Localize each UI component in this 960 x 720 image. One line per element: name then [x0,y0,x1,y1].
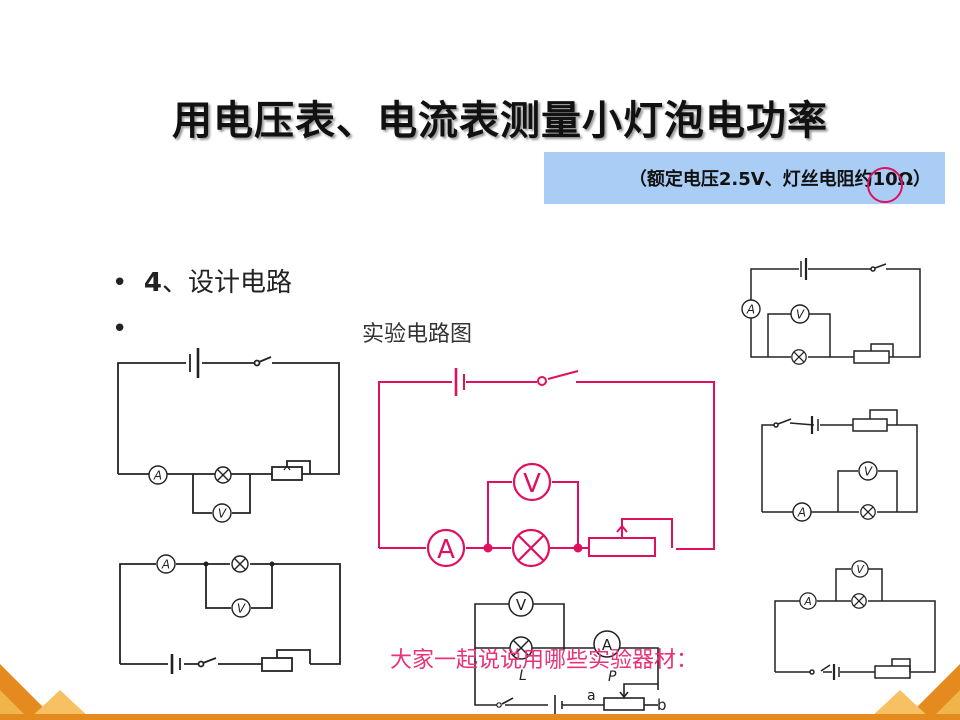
corner-decoration-left [0,664,92,720]
voltmeter-icon [231,598,251,618]
voltmeter-icon [790,304,810,324]
rated-values-text: （额定电压2.5V、灯丝电阻约10Ω） [628,169,931,190]
bullet-marker: • [112,314,128,344]
ammeter-icon: A [426,528,466,568]
junction-dot [573,543,583,553]
voltmeter-icon: V [512,462,552,502]
lamp-label: L [519,668,527,684]
lamp-icon [860,504,876,520]
bottom-stripe [0,714,960,720]
voltmeter-icon [851,560,869,578]
highlight-ring [867,167,903,203]
svg-text:V: V [523,469,541,499]
slider-label: P [608,669,617,685]
circuit-right-3 [774,568,936,680]
bullet-number: 4 [143,268,162,298]
end-b-label: b [657,696,667,714]
ammeter-icon [792,502,812,522]
svg-text:A: A [602,636,613,654]
circuit-diagram-caption: 实验电路图 [362,322,473,347]
circuit-main [378,368,715,557]
rated-values-note: （额定电压2.5V、灯丝电阻约10Ω） [544,152,945,204]
circuit-left-1 [117,348,340,514]
end-a-label: a [587,688,596,704]
lamp-icon [851,593,867,609]
bullet-marker: • [112,268,128,298]
ammeter-icon [741,299,761,319]
slide-title: 用电压表、电流表测量小灯泡电功率 [172,98,828,144]
circuit-left-2 [119,563,341,674]
bullet-empty: • [112,314,127,344]
junction-dot [483,543,493,553]
circuit-bottom-center [474,603,659,715]
equipment-prompt: 大家一起说说用哪些实验器材： [390,648,699,673]
ammeter-icon: A [593,630,621,658]
ammeter-icon [156,554,176,574]
lamp-icon [791,349,807,365]
ammeter-icon [148,465,168,485]
corner-decoration-right [868,664,960,720]
lamp-icon [231,555,249,573]
lamp-icon [511,528,551,568]
voltmeter-icon: V [508,591,534,617]
lamp-icon [509,636,533,660]
svg-text:A: A [437,535,455,565]
circuit-right-2 [761,409,918,513]
ammeter-icon [799,592,817,610]
lamp-icon [214,466,232,484]
bullet-text: 、设计电路 [161,268,292,298]
circuit-right-1 [750,258,921,364]
bullet-design-circuit: • 4、设计电路 [112,262,292,299]
svg-text:V: V [516,596,527,614]
voltmeter-icon [858,461,878,481]
voltmeter-icon [212,503,232,523]
